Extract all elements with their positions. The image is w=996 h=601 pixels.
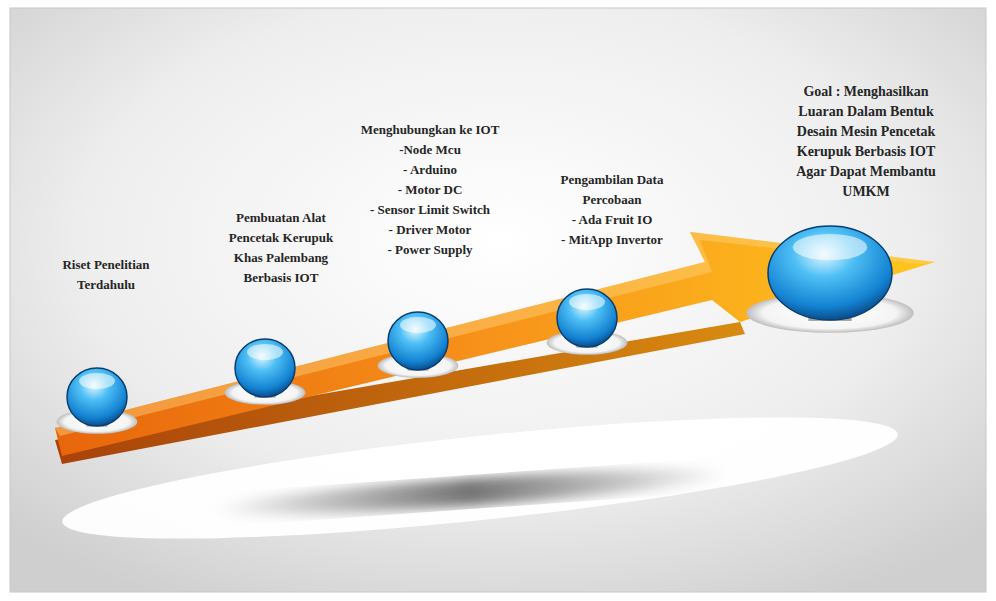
milestone-item: - Arduino bbox=[355, 160, 505, 180]
milestone-title: Riset Penelitian Terdahulu bbox=[41, 255, 171, 295]
sphere-body bbox=[557, 289, 617, 347]
milestone-item: -Node Mcu bbox=[355, 140, 505, 160]
milestone-label: Riset Penelitian Terdahulu bbox=[41, 255, 171, 295]
sphere-body bbox=[768, 226, 892, 320]
milestone-label: Pengambilan Data Percobaan- Ada Fruit IO… bbox=[537, 170, 687, 250]
milestone-item: - MitApp Invertor bbox=[537, 230, 687, 250]
sphere-highlight bbox=[247, 344, 283, 360]
sphere-body bbox=[235, 339, 295, 397]
milestone-title: Menghubungkan ke IOT bbox=[355, 120, 505, 140]
sphere-highlight bbox=[79, 373, 115, 389]
milestone-sphere bbox=[225, 339, 306, 405]
milestone-item: - Motor DC bbox=[355, 180, 505, 200]
sphere-body bbox=[67, 368, 127, 426]
milestone-label: Pembuatan Alat Pencetak Kerupuk Khas Pal… bbox=[224, 208, 339, 288]
sphere-highlight bbox=[400, 317, 436, 333]
milestone-sphere bbox=[57, 368, 138, 434]
milestone-title: Pengambilan Data Percobaan bbox=[537, 170, 687, 210]
milestone-item: - Ada Fruit IO bbox=[537, 210, 687, 230]
milestone-item: - Power Supply bbox=[355, 240, 505, 260]
sphere-highlight bbox=[569, 294, 605, 310]
milestone-item: - Sensor Limit Switch bbox=[355, 200, 505, 220]
milestone-item: - Driver Motor bbox=[355, 220, 505, 240]
milestone-sphere bbox=[378, 312, 459, 378]
milestone-sphere bbox=[547, 289, 628, 355]
milestone-title: Pembuatan Alat Pencetak Kerupuk Khas Pal… bbox=[224, 208, 339, 288]
milestone-sphere bbox=[746, 226, 913, 333]
sphere-highlight bbox=[793, 234, 867, 260]
milestone-label: Menghubungkan ke IOT-Node Mcu- Arduino- … bbox=[355, 120, 505, 260]
sphere-body bbox=[388, 312, 448, 370]
milestone-title: Goal : Menghasilkan Luaran Dalam Bentuk … bbox=[787, 82, 945, 202]
milestone-label: Goal : Menghasilkan Luaran Dalam Bentuk … bbox=[787, 82, 945, 202]
